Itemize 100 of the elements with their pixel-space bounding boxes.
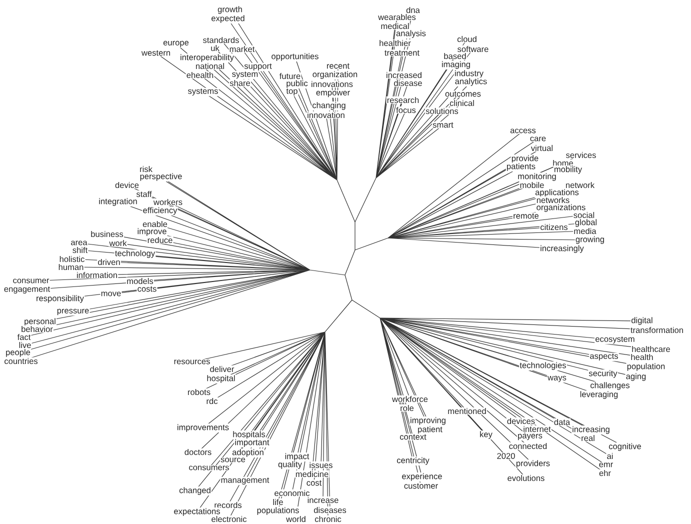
word-label: healthcare (631, 345, 671, 353)
word-label: public (286, 80, 308, 88)
word-label: work (108, 239, 128, 247)
word-label: fact (16, 333, 32, 341)
word-label: evolutions (506, 474, 546, 482)
word-label: systems (187, 88, 219, 96)
word-label: empower (315, 90, 351, 98)
word-label: uk (210, 44, 220, 52)
word-label: important (234, 438, 270, 448)
word-label: care (529, 136, 547, 142)
word-label: patient (416, 426, 444, 434)
word-label: emr (598, 462, 614, 468)
word-label: adoption (231, 448, 265, 458)
word-label: increased (385, 71, 423, 79)
word-label: opportunities (270, 52, 320, 62)
word-label: dna (405, 6, 421, 14)
word-label: challenges (590, 382, 630, 390)
word-label: management (220, 476, 270, 486)
word-label: patients (506, 162, 536, 172)
word-label: cloud (456, 35, 478, 43)
word-label: integration (98, 198, 138, 206)
word-label: diseases (313, 506, 347, 514)
word-label: digital (630, 316, 654, 326)
word-label: models (126, 277, 154, 285)
word-label: analysis (395, 30, 427, 38)
word-label: applications (534, 188, 580, 198)
word-label: healthier (378, 39, 412, 47)
word-label: costs (136, 286, 158, 292)
word-label: improve (136, 228, 168, 236)
word-label: mentioned (447, 407, 487, 415)
word-label: internet (522, 425, 552, 433)
word-label: population (626, 362, 666, 372)
word-label: impact (284, 452, 310, 462)
word-label: based (443, 52, 467, 60)
word-label: electronic (210, 515, 248, 523)
word-label: move (100, 291, 122, 297)
word-label: security (588, 370, 618, 378)
word-label: issues (308, 461, 334, 469)
word-label: improvements (176, 424, 230, 432)
word-label: expectations (173, 508, 221, 516)
word-label: engagement (3, 286, 51, 294)
word-label: consumers (188, 465, 230, 471)
word-label: growing (574, 236, 606, 244)
word-label: business (90, 230, 124, 238)
word-label: technology (114, 250, 156, 258)
word-label: recent (326, 62, 350, 70)
word-label: global (574, 218, 598, 228)
word-label: providers (515, 460, 551, 468)
word-label: expected (210, 14, 246, 24)
word-label: medical (380, 22, 410, 30)
word-label: aspects (589, 352, 619, 362)
word-label: area (70, 240, 88, 246)
word-label: remote (512, 212, 540, 220)
word-label: growth (216, 6, 244, 14)
word-label: smart (432, 122, 454, 128)
word-label: solutions (425, 107, 459, 115)
word-label: disease (393, 79, 423, 87)
word-label: experience (401, 472, 443, 482)
word-label: cost (306, 480, 322, 486)
word-label: holistic (58, 255, 86, 263)
word-label: imaging (440, 60, 472, 70)
word-label: improving (409, 416, 447, 426)
word-label: device (114, 181, 140, 189)
word-label: research (386, 96, 420, 104)
word-label: innovation (306, 111, 346, 119)
word-label: context (399, 434, 427, 440)
word-label: leveraging (579, 390, 619, 400)
word-label: ehr (598, 469, 612, 477)
word-label: increasingly (539, 244, 585, 254)
word-label: mobility (553, 166, 583, 174)
word-label: outcomes (444, 90, 482, 98)
word-label: hospital (206, 374, 236, 384)
word-label: human (58, 263, 84, 271)
word-label: clinical (448, 99, 476, 107)
word-label: rdc (206, 397, 218, 405)
word-label: records (214, 501, 242, 509)
word-label: personal (24, 318, 57, 326)
word-label: responsibility (35, 294, 85, 304)
word-label: health (630, 353, 654, 361)
word-label: software (456, 45, 490, 53)
word-label: deliver (209, 365, 235, 373)
word-label: services (565, 151, 597, 159)
word-label: virtual (530, 144, 554, 152)
word-label: technologies (519, 362, 567, 370)
word-label: ways (546, 375, 568, 383)
word-label: risk (138, 165, 154, 173)
word-label: customer (403, 482, 439, 490)
word-label: treatment (384, 50, 420, 56)
word-label: analytics (454, 78, 488, 86)
word-label: aging (625, 372, 647, 382)
word-label: staff (136, 190, 152, 198)
word-label: source (220, 457, 246, 463)
word-label: changing (312, 102, 346, 110)
word-label: ehealth (186, 71, 214, 79)
word-label: key (478, 430, 494, 440)
word-label: consumer (12, 278, 50, 284)
word-label: focus (395, 106, 417, 114)
word-label: chronic (314, 515, 342, 523)
word-label: monitoring (517, 172, 557, 182)
word-label: quality (277, 460, 303, 470)
